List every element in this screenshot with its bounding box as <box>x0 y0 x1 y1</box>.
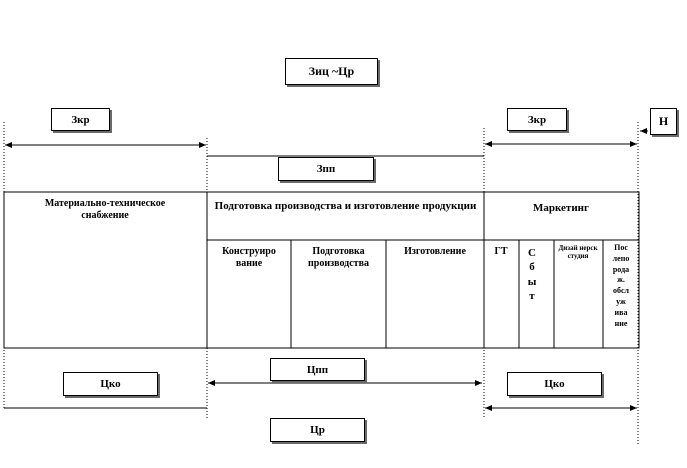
subheader-sales: С б ы т <box>527 247 537 302</box>
subheader-design: Конструиро вание <box>222 246 276 269</box>
box-zpp: Зпп <box>278 157 374 181</box>
header-production: Подготовка производства и изготовление п… <box>214 200 477 212</box>
subheader-production-prep: Подготовка производства <box>308 246 369 269</box>
box-cpp: Цпп <box>270 358 365 381</box>
box-zkp-left: Зкр <box>51 108 110 131</box>
box-h: Н <box>650 108 677 135</box>
box-cr: Цр <box>270 418 365 442</box>
formula-box-zits-cr: Зиц ~Цр <box>285 58 378 85</box>
subheader-gt: ГТ <box>494 246 508 257</box>
box-cko-right: Цко <box>507 372 602 396</box>
header-marketing: Маркетинг <box>532 202 590 214</box>
box-zkp-right: Зкр <box>507 108 567 131</box>
box-cko-left: Цко <box>63 372 158 396</box>
subheader-after-sales-service: Пос лепо рода ж. обсл уж ива ние <box>612 243 630 328</box>
header-material-supply: Материально-техническое снабжение <box>44 198 166 221</box>
subheader-manufacturing: Изготовление <box>404 246 466 257</box>
subheader-design-studio: Дизай нерск студия <box>558 244 598 261</box>
